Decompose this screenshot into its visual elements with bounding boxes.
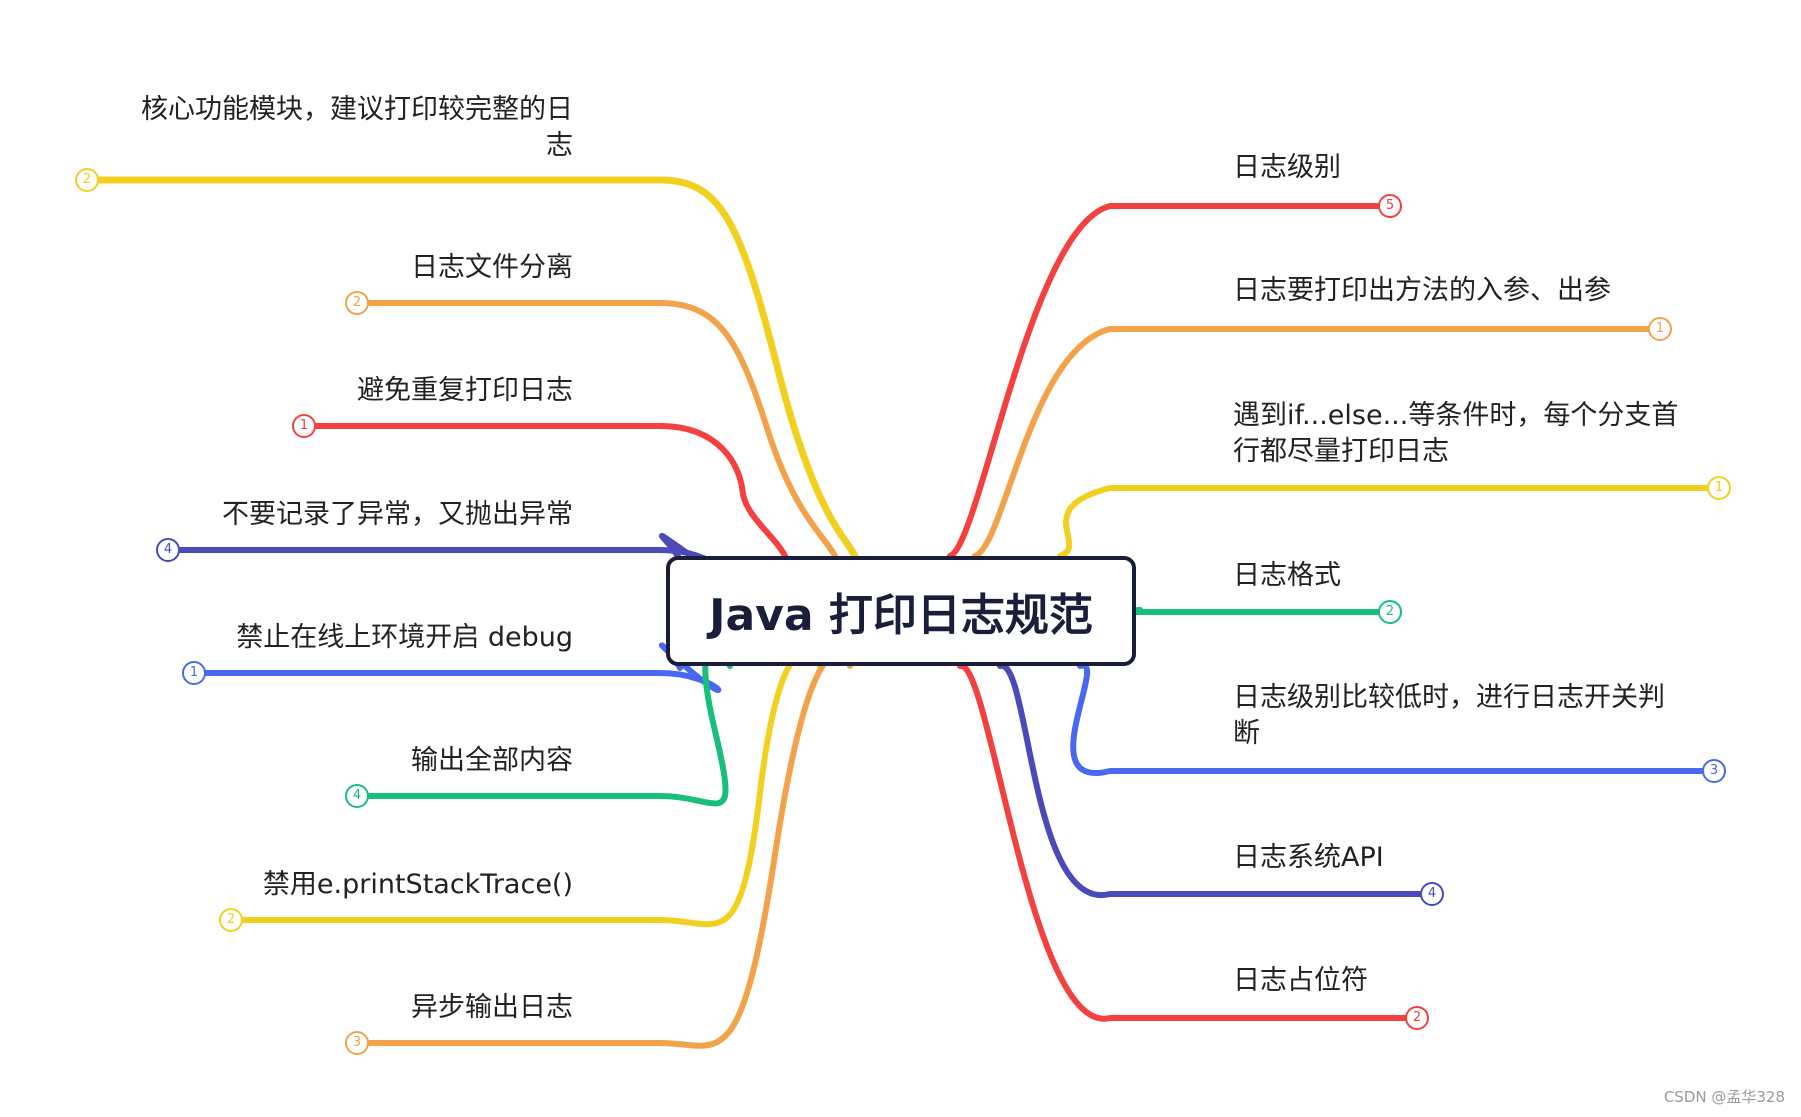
branch-line-right-7	[957, 663, 1408, 1022]
branch-label-right-2[interactable]: 日志要打印出方法的入参、出参	[1233, 275, 1611, 306]
priority-badge-right-2[interactable]: 1	[1648, 317, 1672, 341]
branch-label-left-8[interactable]: 异步输出日志	[411, 992, 573, 1023]
branch-line-left-2	[366, 300, 838, 559]
priority-badge-right-6[interactable]: 4	[1420, 882, 1444, 906]
branch-label-left-6[interactable]: 输出全部内容	[411, 745, 573, 776]
branch-label-left-7[interactable]: 禁用e.printStackTrace()	[262, 869, 573, 900]
priority-badge-left-7[interactable]: 2	[219, 908, 243, 932]
watermark: CSDN @孟华328	[1663, 1088, 1785, 1106]
branch-label-left-2[interactable]: 日志文件分离	[411, 252, 573, 283]
central-topic-label: Java 打印日志规范	[709, 590, 1093, 641]
branch-line-left-8	[366, 651, 853, 1049]
branch-label-right-5[interactable]: 日志级别比较低时，进行日志开关判 断	[1233, 682, 1665, 749]
priority-badge-left-1[interactable]: 2	[75, 168, 99, 192]
branch-label-left-5[interactable]: 禁止在线上环境开启 debug	[236, 622, 573, 653]
priority-badge-left-6[interactable]: 4	[345, 784, 369, 808]
branch-line-right-5	[1070, 662, 1705, 776]
branch-line-right-1	[947, 203, 1381, 559]
priority-badge-right-7[interactable]: 2	[1405, 1006, 1429, 1030]
branch-label-left-3[interactable]: 避免重复打印日志	[357, 375, 573, 406]
branch-label-right-7[interactable]: 日志占位符	[1233, 965, 1368, 996]
branch-line-right-6	[997, 662, 1423, 898]
branch-label-left-4[interactable]: 不要记录了异常，又抛出异常	[222, 499, 573, 530]
branch-line-right-3	[1057, 485, 1710, 559]
priority-badge-left-3[interactable]: 1	[292, 414, 316, 438]
central-topic[interactable]: Java 打印日志规范	[666, 556, 1136, 666]
priority-badge-right-4[interactable]: 2	[1378, 600, 1402, 624]
priority-badge-left-5[interactable]: 1	[182, 661, 206, 685]
branch-label-right-4[interactable]: 日志格式	[1233, 560, 1341, 591]
priority-badge-right-5[interactable]: 3	[1702, 759, 1726, 783]
branch-line-left-3	[313, 423, 788, 559]
branch-label-left-1[interactable]: 核心功能模块，建议打印较完整的日 志	[141, 94, 573, 161]
branch-label-right-6[interactable]: 日志系统API	[1233, 842, 1384, 873]
branch-line-left-4	[177, 532, 722, 573]
branch-label-right-1[interactable]: 日志级别	[1233, 152, 1341, 183]
branch-line-right-2	[972, 326, 1651, 559]
priority-badge-left-8[interactable]: 3	[345, 1031, 369, 1055]
branch-line-left-1	[95, 176, 859, 560]
priority-badge-left-4[interactable]: 4	[156, 538, 180, 562]
priority-badge-left-2[interactable]: 2	[345, 291, 369, 315]
branch-label-right-3[interactable]: 遇到if...else...等条件时，每个分支首 行都尽量打印日志	[1233, 400, 1679, 467]
priority-badge-right-3[interactable]: 1	[1707, 476, 1731, 500]
priority-badge-right-1[interactable]: 5	[1378, 194, 1402, 218]
